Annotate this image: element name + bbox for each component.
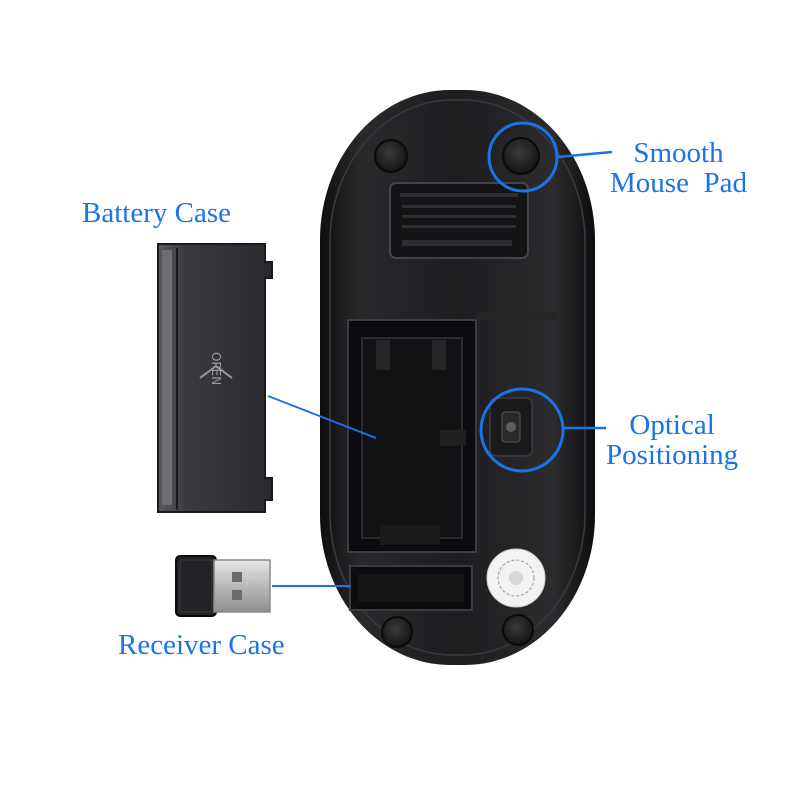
mouse-foot-top-right bbox=[502, 137, 540, 175]
smooth-label-line2: Mouse Pad bbox=[610, 167, 747, 200]
optical-positioning-label: Optical Positioning bbox=[606, 410, 738, 471]
optical-label-line2: Positioning bbox=[606, 439, 739, 472]
optical-label-line1: Optical bbox=[629, 409, 715, 441]
mouse-foot-top-left bbox=[374, 139, 408, 173]
battery-cover: OPEN bbox=[157, 243, 273, 513]
optical-highlight bbox=[479, 387, 565, 473]
smooth-label-line1: Smooth bbox=[633, 137, 724, 169]
usb-receiver bbox=[175, 555, 271, 617]
battery-case-pointer bbox=[267, 395, 377, 439]
battery-cover-open-text: OPEN bbox=[209, 352, 223, 385]
battery-compartment bbox=[347, 319, 477, 553]
product-label bbox=[389, 182, 529, 259]
warranty-sticker bbox=[486, 548, 546, 608]
smooth-mouse-pad-label: Smooth Mouse Pad bbox=[610, 138, 747, 199]
optical-sensor bbox=[489, 397, 533, 457]
mouse-body bbox=[320, 90, 595, 665]
battery-case-label: Battery Case bbox=[82, 197, 231, 229]
annotation-overlays bbox=[267, 121, 613, 587]
receiver-slot bbox=[349, 565, 473, 611]
mouse-foot-bottom-right bbox=[502, 614, 534, 646]
mouse-foot-bottom-left bbox=[381, 616, 413, 648]
receiver-case-label: Receiver Case bbox=[118, 629, 285, 661]
smooth-pad-pointer bbox=[556, 150, 613, 159]
